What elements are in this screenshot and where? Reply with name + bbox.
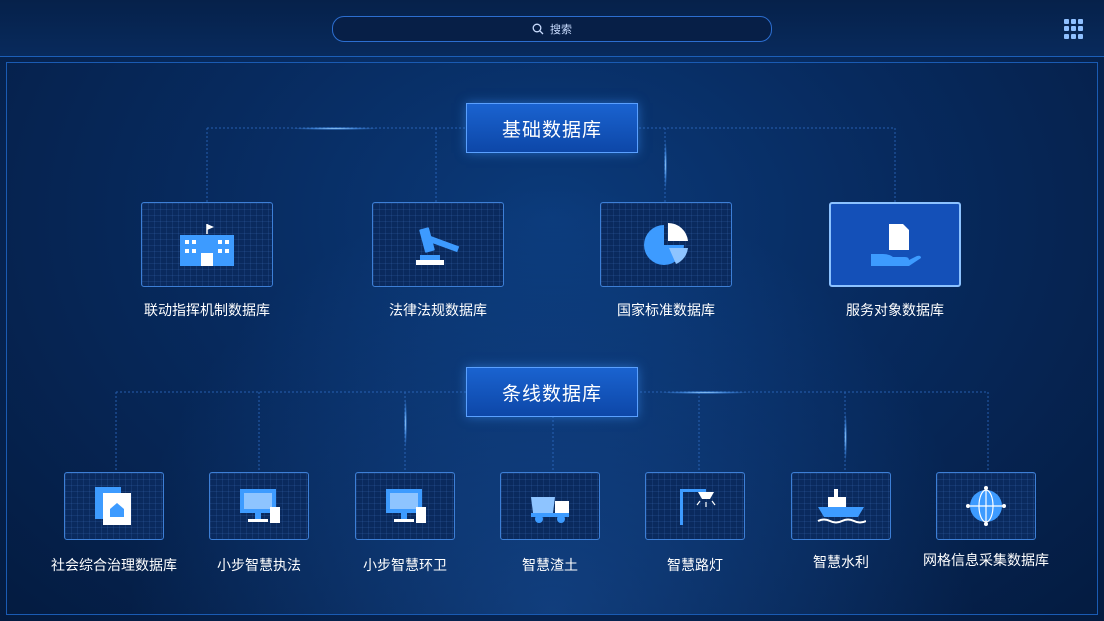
ship-icon [817, 489, 866, 524]
gavel-icon [416, 226, 460, 265]
line-item-card[interactable] [209, 472, 309, 540]
line-item-card[interactable] [500, 472, 600, 540]
basic-item-label: 国家标准数据库 [617, 302, 715, 318]
search-input[interactable]: 搜索 [332, 16, 772, 42]
line-item-label: 智慧水利 [813, 554, 869, 570]
basic-item-card[interactable] [372, 202, 504, 287]
line-item-label: 小步智慧执法 [217, 557, 301, 573]
glow-accent [404, 398, 407, 448]
basic-item-card[interactable] [141, 202, 273, 287]
line-item-card[interactable] [791, 472, 891, 540]
glow-accent [290, 127, 380, 130]
hand-document-icon [871, 223, 921, 266]
streetlight-icon [680, 489, 716, 525]
monitor-icon [386, 489, 426, 523]
line-item-label: 智慧路灯 [667, 557, 723, 573]
line-item-card[interactable] [936, 472, 1036, 540]
glow-accent [844, 412, 847, 462]
line-item-label: 网格信息采集数据库 [923, 552, 1049, 568]
monitor-icon [240, 489, 280, 523]
section-title-basic[interactable]: 基础数据库 [466, 103, 638, 153]
home-document-icon [95, 487, 131, 525]
line-item-card[interactable] [64, 472, 164, 540]
basic-item-label: 服务对象数据库 [846, 302, 944, 318]
search-icon [532, 23, 544, 35]
apps-grid-icon[interactable] [1064, 19, 1084, 39]
globe-icon [966, 486, 1006, 526]
line-item-label: 智慧渣土 [522, 557, 578, 573]
basic-item-label: 联动指挥机制数据库 [144, 302, 270, 318]
building-icon [180, 223, 234, 266]
line-item-label: 小步智慧环卫 [363, 557, 447, 573]
line-item-label: 社会综合治理数据库 [51, 557, 177, 573]
glow-accent [664, 140, 667, 190]
glow-accent [660, 391, 750, 394]
basic-item-label: 法律法规数据库 [389, 302, 487, 318]
truck-icon [531, 497, 569, 523]
basic-item-card[interactable] [600, 202, 732, 287]
top-bar: 搜索 [0, 0, 1104, 57]
basic-item-card-selected[interactable] [829, 202, 961, 287]
line-item-card[interactable] [645, 472, 745, 540]
search-placeholder: 搜索 [550, 24, 572, 36]
section-title-line[interactable]: 条线数据库 [466, 367, 638, 417]
line-item-card[interactable] [355, 472, 455, 540]
pie-chart-icon [644, 222, 688, 265]
